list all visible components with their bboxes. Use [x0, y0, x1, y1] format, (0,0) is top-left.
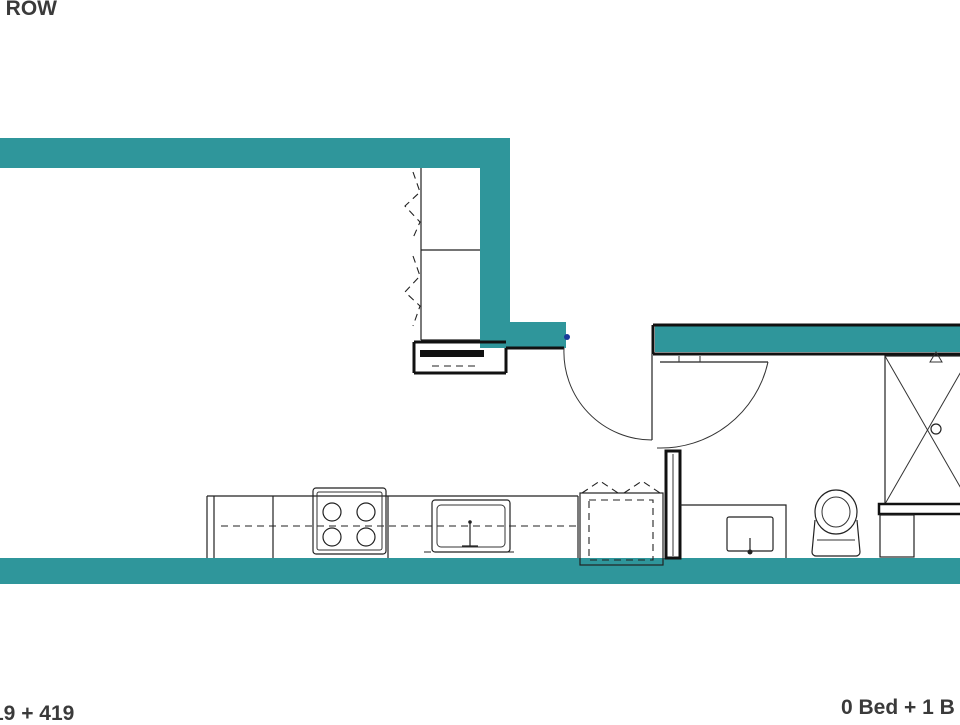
- exterior-walls: [0, 138, 960, 584]
- plan-title: I ROW: [0, 0, 57, 20]
- refrigerator-icon: [579, 480, 664, 566]
- vanity: [680, 504, 787, 558]
- stub-wall: [480, 322, 566, 348]
- range-icon: [312, 487, 387, 555]
- door-swings: [563, 347, 769, 449]
- toilet-icon: [811, 489, 861, 557]
- entry-door-swing-icon: [563, 347, 653, 441]
- hinge-point: [564, 334, 570, 340]
- closet-shelving: [404, 168, 480, 341]
- bifold-door-icon: [404, 171, 421, 327]
- kitchen-counter: [206, 487, 580, 558]
- right-upper-wall: [480, 138, 510, 348]
- bathroom-top-wall: [655, 326, 960, 352]
- shower-icon: [877, 351, 960, 558]
- vanity-sink-icon: [726, 516, 774, 555]
- shower-bench: [879, 514, 915, 558]
- threshold-bar: [420, 350, 484, 357]
- bathroom-top-wall-outline: [651, 323, 960, 356]
- bathroom-partition: [664, 449, 682, 560]
- sink-icon: [431, 499, 511, 553]
- entry-threshold: [412, 334, 570, 375]
- top-wall: [0, 138, 510, 168]
- bottom-wall: [0, 558, 960, 584]
- unit-numbers-label: 19 + 419: [0, 702, 75, 725]
- bathroom-door-swing-icon: [656, 361, 769, 449]
- bed-bath-label: 0 Bed + 1 B: [841, 696, 955, 719]
